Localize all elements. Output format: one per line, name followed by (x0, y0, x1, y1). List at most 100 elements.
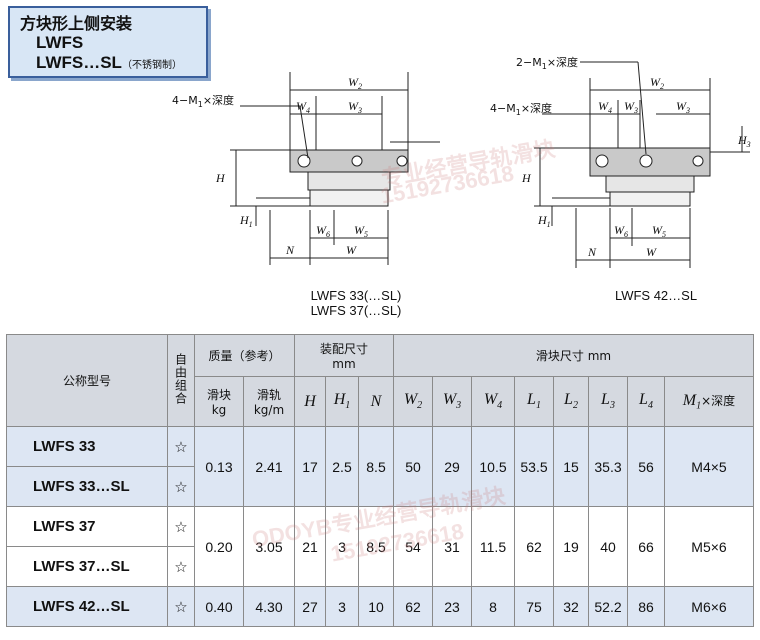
col-w3-main: W (442, 391, 457, 409)
h-cell: 17 (294, 426, 326, 507)
col-l2: L2 (553, 376, 589, 427)
l4-cell: 56 (627, 426, 665, 507)
col-l1-sub: 1 (535, 400, 541, 412)
dim-h1-r: H1 (537, 213, 551, 229)
col-m1-main: M (682, 391, 697, 409)
w2-cell: 50 (393, 426, 433, 507)
title-line2: LWFS (36, 33, 84, 52)
col-l4-main: L (639, 391, 648, 409)
free-combo-star: ☆ (167, 466, 195, 507)
left-caption: LWFS 33(…SL) LWFS 37(…SL) (286, 288, 426, 318)
title-line3-text: LWFS…SL (36, 53, 122, 72)
mass-rail-cell: 2.41 (243, 426, 295, 507)
dim-w3b-r: W3 (676, 99, 690, 115)
col-w3-sub: 3 (456, 400, 462, 412)
col-free-combo: 自由组合 (167, 334, 195, 427)
col-model: 公称型号 (6, 334, 168, 427)
col-w3: W3 (432, 376, 472, 427)
title-box: 方块形上侧安装 LWFS LWFS…SL（不锈钢制） (8, 6, 208, 78)
col-w2-main: W (403, 391, 418, 409)
w3-cell: 23 (432, 586, 472, 627)
l3-cell: 35.3 (588, 426, 628, 507)
left-caption-1: LWFS 33(…SL) (310, 288, 402, 303)
dim-w3-r: W3 (624, 99, 638, 115)
dim-h3-r: H3 (737, 133, 751, 149)
col-m1-sub: 1 (696, 400, 702, 412)
w3-cell: 29 (432, 426, 472, 507)
l1-cell: 53.5 (514, 426, 554, 507)
title-line3: LWFS…SL（不锈钢制） (36, 53, 196, 76)
mass-block-cell: 0.13 (194, 426, 244, 507)
col-l4: L4 (627, 376, 665, 427)
n-cell: 8.5 (358, 426, 394, 507)
col-block-dims: 滑块尺寸 mm (393, 334, 754, 377)
w3-cell: 31 (432, 506, 472, 587)
dim-w6-r: W6 (614, 223, 628, 239)
col-mass-block-unit: kg (211, 403, 227, 417)
free-combo-star: ☆ (167, 506, 195, 547)
col-h: H (294, 376, 326, 427)
title-line1: 方块形上侧安装 (20, 14, 133, 33)
h1-cell: 3 (325, 506, 359, 587)
m1-cell: M4×5 (664, 426, 754, 507)
dim-h: H (215, 171, 226, 185)
left-cross-section-drawing: W2 W4 W3 H H1 W6 W5 N W 4−M1×深度 (172, 72, 440, 265)
dim-w4-r: W4 (598, 99, 612, 115)
col-w2-sub: 2 (417, 400, 423, 412)
col-mass-rail-label: 滑轨 (256, 388, 281, 402)
col-free-combo-text: 自由组合 (173, 353, 188, 405)
l2-cell: 15 (553, 426, 589, 507)
col-l2-sub: 2 (572, 400, 578, 412)
dim-w5: W5 (354, 223, 368, 239)
n-cell: 10 (358, 586, 394, 627)
mass-rail-cell: 3.05 (243, 506, 295, 587)
l3-cell: 40 (588, 506, 628, 587)
l4-cell: 86 (627, 586, 665, 627)
model-cell: LWFS 33…SL (6, 466, 168, 507)
col-w4-main: W (483, 391, 498, 409)
title-line3-note: （不锈钢制） (121, 60, 182, 71)
m1-cell: M6×6 (664, 586, 754, 627)
h-cell: 21 (294, 506, 326, 587)
col-mass-block-label: 滑块 (206, 388, 231, 402)
l2-cell: 32 (553, 586, 589, 627)
w4-cell: 10.5 (471, 426, 515, 507)
col-w4: W4 (471, 376, 515, 427)
n-cell: 8.5 (358, 506, 394, 587)
col-mass-rail-unit: kg/m (253, 403, 285, 417)
col-l2-main: L (564, 391, 573, 409)
dim-w5-r: W5 (652, 223, 666, 239)
col-w4-sub: 4 (497, 400, 503, 412)
model-cell: LWFS 42…SL (6, 586, 168, 627)
col-block-label: 滑块尺寸 (535, 349, 584, 363)
dim-w-r: W (646, 245, 657, 259)
dim-w: W (346, 243, 357, 257)
free-combo-star: ☆ (167, 586, 195, 627)
col-h1: H1 (325, 376, 359, 427)
w2-cell: 54 (393, 506, 433, 587)
col-l3-sub: 3 (609, 400, 615, 412)
dim-h-r: H (521, 171, 532, 185)
free-combo-star: ☆ (167, 426, 195, 467)
dim-w3: W3 (348, 99, 362, 115)
col-h1-main: H (333, 391, 346, 409)
col-h1-sub: 1 (345, 400, 351, 412)
model-cell: LWFS 37…SL (6, 546, 168, 587)
dim-w6: W6 (316, 223, 330, 239)
col-m1: M1×深度 (664, 376, 754, 427)
col-l1: L1 (514, 376, 554, 427)
dim-n-r: N (587, 245, 597, 259)
col-block-unit: mm (587, 349, 612, 363)
h1-cell: 2.5 (325, 426, 359, 507)
free-combo-star: ☆ (167, 546, 195, 587)
left-caption-2: LWFS 37(…SL) (310, 303, 402, 318)
mass-block-cell: 0.20 (194, 506, 244, 587)
mass-rail-cell: 4.30 (243, 586, 295, 627)
col-n: N (358, 376, 394, 427)
l3-cell: 52.2 (588, 586, 628, 627)
mass-block-cell: 0.40 (194, 586, 244, 627)
